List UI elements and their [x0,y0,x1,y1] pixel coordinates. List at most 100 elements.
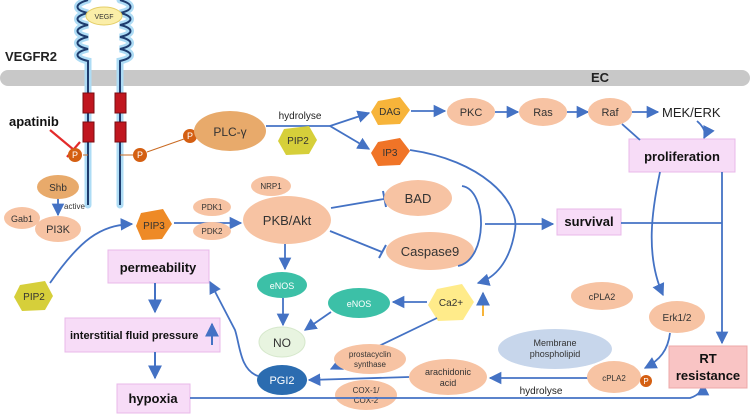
interstitial-pressure-box [64,317,221,353]
ip3-node [371,138,410,166]
pi3k-label: PI3K [46,224,71,236]
plc-gamma-label: PLC-γ [213,125,246,139]
vegf-node [85,6,123,26]
kinase-domain [82,92,95,114]
permeability-label: permeability [120,260,197,275]
prostacyclin-label-2: synthase [354,360,387,369]
proliferation-to-erk-arrow [650,171,665,297]
akt-inhibits-bad [330,198,385,209]
arachidonic-label-1: arachidonic [425,367,472,377]
mek-to-proliferation-arrow [696,120,715,140]
pkc-node [447,98,495,126]
pkc-label: PKC [460,107,483,119]
to-ip3-arrow [329,125,371,150]
ras-node [519,98,567,126]
enos-label-2: eNOS [347,299,372,309]
pip2-left-label: PIP2 [23,292,45,303]
cox-label-2: COX-2 [354,396,379,405]
phospho-marker: P [640,375,652,387]
pip3-label: PIP3 [143,221,165,232]
interstitial-pressure-label: interstitial fluid pressure [70,330,198,342]
apatinib-label: apatinib [9,114,59,129]
caspase-inhibit-bar [378,244,387,259]
bad-node [384,180,452,216]
enos-node-1 [257,272,307,298]
akt-inhibits-caspase [329,230,383,253]
raf-label: Raf [601,107,619,119]
active-label: active [64,202,85,211]
enos-label-1: eNOS [270,281,295,291]
pgi2-node [257,365,307,395]
cpla2-label-1: cPLA2 [589,292,616,302]
vegfr2-receptor [74,0,134,209]
bad-label: BAD [405,191,432,206]
no-node [258,326,306,358]
pip2-top-label: PIP2 [287,136,309,147]
dag-node [371,97,410,125]
raf-to-proliferation-line [621,123,641,141]
pgi2-label: PGI2 [269,375,294,387]
vegf-label: VEGF [94,14,113,21]
cox-node [335,380,397,410]
hydrolyse-top-label: hydrolyse [279,111,322,122]
apoptosis-bracket [457,185,482,267]
pi3k-node [35,216,81,242]
phospho-marker: P [68,148,82,162]
pdk2-node [193,222,231,240]
pdk1-node [193,198,231,216]
ip3-label: IP3 [382,148,397,159]
erk12-label: Erk1/2 [663,313,692,324]
prostacyclin-node [334,344,406,374]
pdk1-label: PDK1 [202,203,223,212]
caspase9-label: Caspase9 [401,244,460,259]
ca2-label: Ca2+ [439,298,463,309]
hypoxia-label: hypoxia [128,391,178,406]
survival-box [556,208,622,236]
ec-label: EC [591,70,610,85]
ras-label: Ras [533,107,553,119]
p-connector [146,138,185,153]
erk12-node [649,301,705,333]
to-dag-arrow [329,110,371,127]
caspase9-node [386,232,474,270]
mek-erk-label: MEK/ERK [662,105,721,120]
nrp1-node [251,176,291,196]
gab1-label: Gab1 [11,214,33,224]
cox-label-1: COX-1/ [353,386,380,395]
cell-membrane-bar [0,70,750,86]
gab1-node [4,207,40,229]
shb-label: Shb [49,183,67,194]
phospho-marker: P [133,148,147,162]
hypoxia-box [116,383,191,414]
ca2-node [428,284,474,321]
hydrolyse-bottom-label: hydrolyse [520,386,563,397]
prostacyclin-label-1: prostacyclin [349,350,391,359]
arachidonic-to-pgi2-arrow [307,373,410,386]
pip2-top-node [278,126,317,155]
membrane-phospholipid-node [498,329,612,369]
kinase-domain [82,121,95,143]
nrp1-label: NRP1 [260,182,282,191]
shb-node [37,175,79,199]
survival-label: survival [564,214,613,229]
rt-resistance-box [668,345,748,389]
ip3-to-ca-arrow [409,149,517,286]
proliferation-label: proliferation [644,149,720,164]
plc-gamma-node [194,111,266,151]
membrane-label-2: phospholipid [530,349,581,359]
rt-label-1: RT [699,351,716,366]
apatinib-inhibition-line [49,129,75,151]
membrane-label-1: Membrane [533,338,576,348]
cpla2-label-2: cPLA2 [602,374,626,383]
permeability-box [107,249,210,284]
enos2-to-no-arrow [303,311,332,331]
pkb-akt-label: PKB/Akt [263,213,312,228]
svg-text:P: P [187,131,193,141]
pdk2-label: PDK2 [202,227,223,236]
arachidonic-node [409,359,487,395]
svg-text:P: P [72,150,78,160]
cpla2-node-1 [571,282,633,310]
enos-node-2 [328,288,390,318]
